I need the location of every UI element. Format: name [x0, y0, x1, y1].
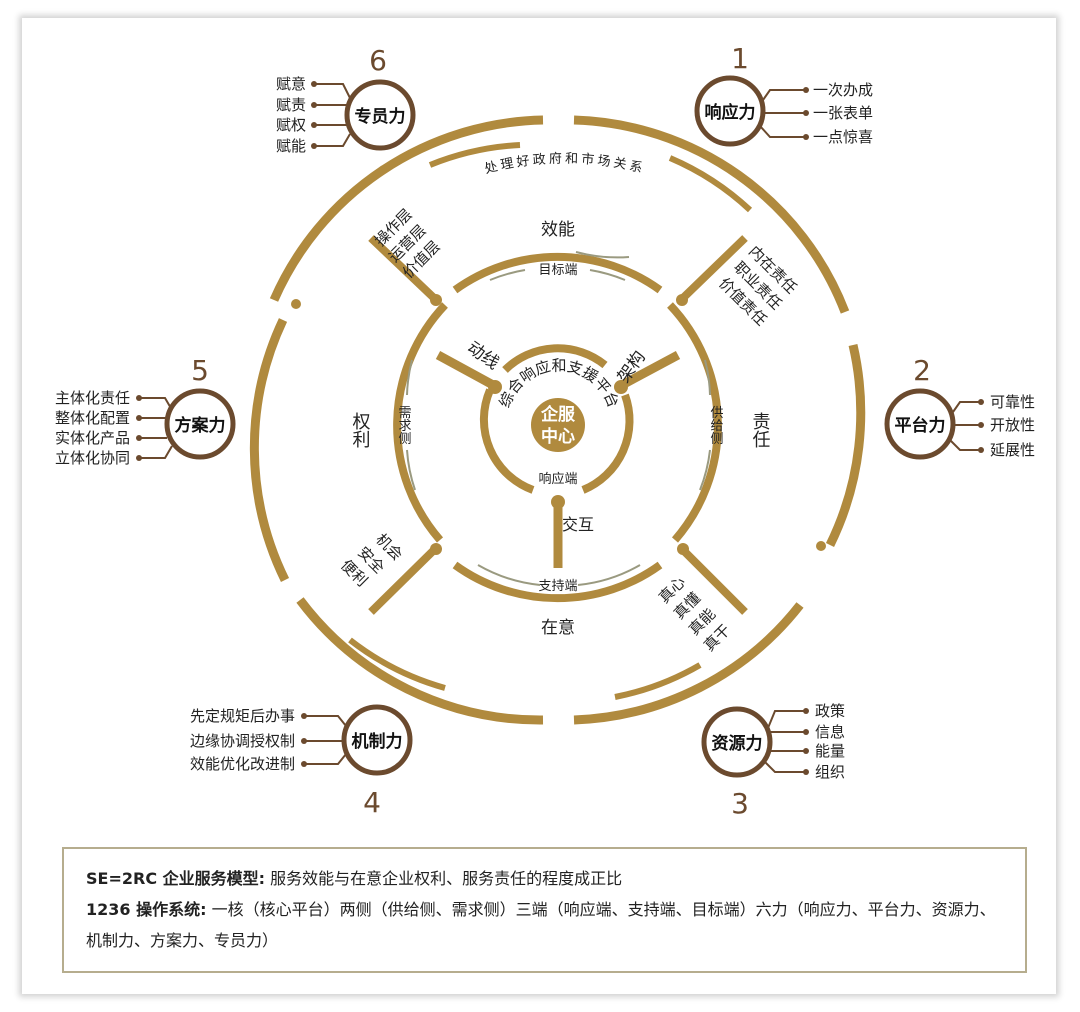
force-1-item: 一点惊喜	[813, 128, 873, 146]
force-name-1: 响应力	[705, 102, 756, 123]
demand-side-label: 需求侧	[396, 406, 412, 445]
force-6-item: 赋责	[276, 96, 306, 114]
force-name-3: 资源力	[712, 733, 763, 754]
spoke-label-jiaohu: 交互	[562, 515, 594, 534]
diag-labels-top-left: 操作层 运营层 价值层	[371, 205, 444, 282]
note-line-1: SE=2RC 企业服务模型: 服务效能与在意企业权利、服务责任的程度成正比	[86, 863, 1003, 894]
middle-ring	[393, 252, 722, 603]
center-disc	[531, 398, 585, 452]
force-name-4: 机制力	[352, 731, 403, 752]
quadrant-left-label: 权利	[350, 412, 371, 448]
model-description-box: SE=2RC 企业服务模型: 服务效能与在意企业权利、服务责任的程度成正比 12…	[62, 847, 1027, 973]
force-5-item: 实体化产品	[55, 429, 130, 447]
force-2-platform: 2 平台力 可靠性 开放性 延展性	[884, 354, 1035, 460]
target-end-label: 目标端	[538, 263, 577, 278]
response-end-label: 响应端	[538, 471, 577, 487]
force-number-6: 6	[369, 44, 387, 77]
force-name-5: 方案力	[175, 415, 226, 436]
quadrant-right-label: 责任	[750, 412, 771, 448]
spoke-dots	[488, 380, 628, 509]
force-4-mechanism: 机制力 4 先定规矩后办事 边缘协调授权制 效能优化改进制	[190, 704, 413, 819]
force-3-item: 政策	[815, 702, 845, 720]
core-ring	[479, 344, 634, 494]
force-circle-3	[701, 706, 773, 778]
force-3-resource: 资源力 3 政策 信息 能量 组织	[701, 702, 845, 820]
note-line-2-label: 1236 操作系统:	[86, 900, 207, 919]
quadrant-top-label: 效能	[541, 220, 575, 240]
force-3-item: 信息	[815, 723, 845, 741]
outer-arc-top-left	[269, 115, 544, 302]
note-line-2-text: 一核（核心平台）两侧（供给侧、需求侧）三端（响应端、支持端、目标端）六力（响应力…	[206, 900, 996, 919]
supply-side-label: 供给侧	[708, 406, 724, 445]
force-6-item: 赋能	[276, 137, 306, 155]
middle-arc-bottom	[452, 561, 663, 603]
force-6-specialist: 6 专员力 赋意 赋责 赋权 赋能	[276, 44, 416, 155]
force-number-3: 3	[731, 787, 749, 820]
note-line-1-text: 服务效能与在意企业权利、服务责任的程度成正比	[265, 869, 623, 888]
force-5-solution: 5 方案力 主体化责任 整体化配置 实体化产品 立体化协同	[55, 354, 236, 467]
force-circle-5	[164, 388, 236, 460]
note-line-2: 1236 操作系统: 一核（核心平台）两侧（供给侧、需求侧）三端（响应端、支持端…	[86, 894, 1003, 925]
middle-arc-right	[667, 302, 722, 543]
force-1-response: 1 响应力 一次办成 一张表单 一点惊喜	[694, 42, 873, 147]
note-line-3-text: 机制力、方案力、专员力）	[86, 931, 279, 950]
diagonal-bars	[368, 235, 748, 615]
outer-ring	[249, 115, 866, 725]
outer-secondary-arcs	[348, 142, 753, 700]
middle-arc-top	[452, 252, 663, 294]
force-1-item: 一张表单	[813, 104, 873, 122]
outer-dot-right	[816, 541, 826, 551]
spokes	[435, 351, 681, 568]
outer-arc-bottom-right	[573, 602, 804, 725]
guide-arcs	[406, 251, 711, 586]
diagonal-dots	[430, 294, 689, 555]
force-3-item: 能量	[815, 742, 845, 760]
outer-arc-text: 处理好政府和市场关系	[483, 151, 647, 177]
force-6-item: 赋权	[276, 116, 306, 134]
force-circle-6	[344, 79, 416, 151]
middle-arc-left	[393, 302, 448, 543]
force-number-4: 4	[363, 786, 381, 819]
note-line-1-label: SE=2RC 企业服务模型:	[86, 869, 266, 888]
force-5-item: 主体化责任	[55, 389, 130, 407]
diag-labels-bottom-left: 机会 安全 便利	[337, 530, 406, 590]
force-5-item: 整体化配置	[55, 409, 130, 427]
force-4-item: 效能优化改进制	[190, 755, 295, 773]
force-number-5: 5	[191, 354, 209, 387]
force-2-item: 开放性	[990, 416, 1035, 434]
force-name-2: 平台力	[895, 415, 946, 436]
force-1-item: 一次办成	[813, 81, 873, 99]
support-end-label: 支持端	[538, 579, 577, 594]
force-circle-1	[694, 75, 766, 147]
force-5-item: 立体化协同	[55, 449, 130, 467]
force-name-6: 专员力	[355, 106, 406, 127]
center-title-line2: 中心	[541, 426, 575, 447]
diagram-frame	[22, 18, 1056, 994]
outer-arc-left	[249, 318, 290, 582]
force-3-item: 组织	[815, 763, 845, 781]
force-2-item: 延展性	[990, 441, 1035, 459]
force-4-item: 边缘协调授权制	[190, 732, 295, 750]
outer-dot-left	[291, 299, 301, 309]
force-4-item: 先定规矩后办事	[190, 707, 295, 725]
outer-arc-top-right	[573, 115, 850, 314]
note-line-3: 机制力、方案力、专员力）	[86, 925, 1003, 956]
center-title-line1: 企服	[540, 404, 576, 425]
force-6-item: 赋意	[276, 75, 306, 93]
force-number-2: 2	[913, 354, 931, 387]
force-number-1: 1	[731, 42, 749, 75]
quadrant-bottom-label: 在意	[541, 618, 575, 638]
outer-arc-right	[825, 343, 866, 547]
outer-arc-bottom-left	[296, 597, 544, 725]
force-2-item: 可靠性	[990, 393, 1035, 411]
